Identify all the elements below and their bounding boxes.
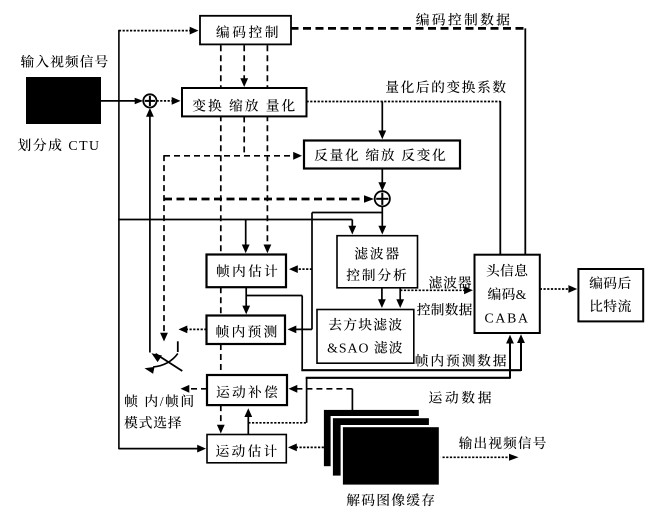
svg-text:划分成 CTU: 划分成 CTU	[18, 134, 101, 154]
svg-text:编码控制: 编码控制	[216, 21, 281, 41]
svg-text:头信息: 头信息	[486, 260, 528, 280]
svg-text:模式选择: 模式选择	[124, 412, 182, 432]
svg-text:运动补偿: 运动补偿	[216, 381, 280, 401]
svg-text:输出视频信号: 输出视频信号	[459, 432, 548, 452]
svg-text:去方块滤波: 去方块滤波	[328, 313, 403, 333]
svg-text:变换 缩放 量化: 变换 缩放 量化	[192, 94, 297, 114]
svg-text:解码图像缓存: 解码图像缓存	[346, 489, 436, 509]
svg-text:CABA: CABA	[485, 311, 530, 326]
svg-text:量化后的变换系数: 量化后的变换系数	[385, 76, 507, 96]
svg-text:控制数据: 控制数据	[417, 299, 473, 319]
svg-text:编码&: 编码&	[487, 283, 526, 303]
svg-text:帧内预测数据: 帧内预测数据	[415, 350, 509, 370]
svg-text:反量化 缩放 反变化: 反量化 缩放 反变化	[314, 144, 447, 164]
svg-text:帧内估计: 帧内估计	[216, 260, 280, 280]
svg-text:输入视频信号: 输入视频信号	[21, 51, 110, 71]
svg-text:运动估计: 运动估计	[216, 440, 280, 460]
svg-text:帧内预测: 帧内预测	[216, 321, 280, 341]
svg-text:滤波器: 滤波器	[354, 243, 401, 263]
svg-text:比特流: 比特流	[589, 295, 632, 315]
svg-text:编码后: 编码后	[589, 272, 632, 292]
svg-text:滤波器: 滤波器	[429, 272, 473, 292]
svg-text:&SAO 滤波: &SAO 滤波	[327, 337, 403, 357]
svg-text:控制分析: 控制分析	[346, 264, 408, 284]
svg-text:编码控制数据: 编码控制数据	[416, 9, 513, 29]
svg-text:帧 内/帧间: 帧 内/帧间	[124, 390, 195, 410]
svg-text:运动数据: 运动数据	[429, 386, 495, 406]
